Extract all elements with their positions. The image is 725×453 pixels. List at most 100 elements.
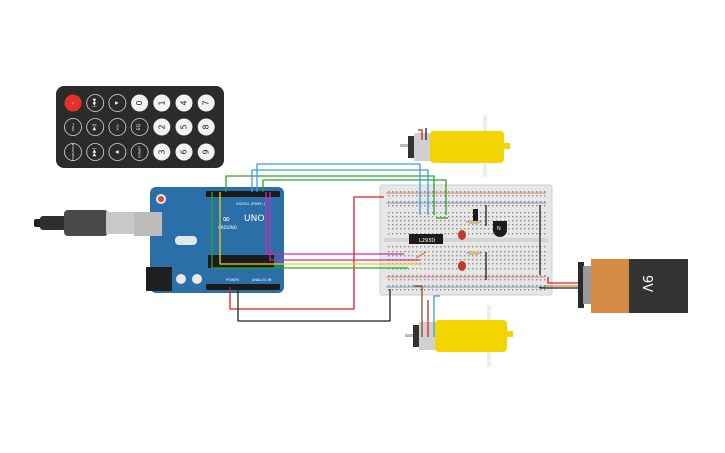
remote-button-3-2[interactable] <box>130 143 149 161</box>
breadboard-hole <box>444 275 446 277</box>
motor-bottom[interactable] <box>405 305 513 367</box>
remote-button-0-2[interactable] <box>64 143 82 161</box>
battery-9v[interactable]: 9V <box>578 259 688 313</box>
breadboard-hole <box>428 212 430 214</box>
jumper-orange[interactable] <box>415 251 427 259</box>
breadboard-hole <box>532 224 534 226</box>
breadboard-hole <box>544 191 546 193</box>
wire-green-3[interactable] <box>211 192 408 269</box>
wire-blue-1[interactable] <box>256 163 421 215</box>
breadboard-hole <box>400 233 402 235</box>
wire-yellow[interactable] <box>219 192 420 265</box>
remote-button-6-2[interactable] <box>197 143 215 161</box>
led-1[interactable] <box>458 230 466 240</box>
breadboard-hole <box>544 195 546 197</box>
breadboard-hole <box>452 224 454 226</box>
breadboard-hole <box>424 224 426 226</box>
remote-button-0-1[interactable] <box>64 118 82 136</box>
remote-button-0-0[interactable] <box>64 94 82 112</box>
remote-button-5-2[interactable] <box>175 143 193 161</box>
breadboard-hole <box>440 195 442 197</box>
breadboard-hole <box>508 216 510 218</box>
transistor[interactable]: N <box>493 221 507 237</box>
breadboard-hole <box>532 251 534 253</box>
breadboard-hole <box>488 259 490 261</box>
breadboard-hole <box>400 195 402 197</box>
wire-battery-black[interactable] <box>539 287 578 289</box>
wire-green-2[interactable] <box>262 179 447 215</box>
remote-button-4-1[interactable] <box>153 118 171 136</box>
led-2[interactable] <box>458 261 466 271</box>
breadboard-hole <box>544 224 546 226</box>
wire-magenta-2[interactable] <box>269 192 420 261</box>
breadboard-hole <box>516 216 518 218</box>
breadboard-hole <box>440 224 442 226</box>
breadboard-hole <box>492 263 494 265</box>
wire-blue-2[interactable] <box>251 169 429 215</box>
breadboard-hole <box>476 255 478 257</box>
breadboard-hole <box>492 228 494 230</box>
ir-remote[interactable]: ⏻VOL+FUNC/STOP|◀◀▶||▶▶|▼VOL-▲0EQST/REPT1… <box>56 86 224 168</box>
breadboard-hole <box>448 255 450 257</box>
wire-red-power[interactable] <box>229 196 384 310</box>
breadboard-hole <box>412 285 414 287</box>
breadboard-hole <box>444 216 446 218</box>
remote-button-1-1[interactable] <box>86 118 105 136</box>
remote-button-2-1[interactable] <box>108 118 127 136</box>
remote-button-3-1[interactable] <box>130 118 149 136</box>
breadboard-hole <box>520 220 522 222</box>
breadboard-hole <box>444 268 446 270</box>
motor-top[interactable] <box>400 115 510 177</box>
breadboard-hole <box>424 275 426 277</box>
breadboard-hole <box>436 205 438 207</box>
breadboard-hole <box>520 259 522 261</box>
breadboard-hole <box>456 205 458 207</box>
remote-button-2-2[interactable] <box>108 143 127 161</box>
breadboard-hole <box>536 263 538 265</box>
remote-button-label: ⏻ <box>71 101 75 104</box>
resistor-2[interactable] <box>466 251 482 255</box>
wire-battery-red[interactable] <box>547 277 578 284</box>
remote-button-2-0[interactable] <box>108 94 127 112</box>
diode[interactable] <box>473 209 478 221</box>
arduino-uno[interactable]: ∞ UNO ARDUINO DIGITAL (PWM~) POWER ANALO… <box>134 187 284 293</box>
wire-green-1[interactable] <box>225 175 435 215</box>
wire-magenta-1[interactable] <box>265 192 404 255</box>
breadboard-hole <box>484 220 486 222</box>
breadboard-hole <box>524 212 526 214</box>
remote-button-1-0[interactable] <box>86 94 105 112</box>
remote-button-5-1[interactable] <box>175 118 193 136</box>
breadboard-hole <box>396 228 398 230</box>
breadboard-hole <box>444 246 446 248</box>
remote-button-6-1[interactable] <box>197 118 215 136</box>
breadboard-hole <box>528 279 530 281</box>
breadboard-hole <box>448 275 450 277</box>
breadboard-hole <box>520 216 522 218</box>
remote-button-4-2[interactable] <box>153 143 171 161</box>
breadboard-hole <box>452 191 454 193</box>
breadboard-hole <box>436 275 438 277</box>
breadboard-hole <box>452 220 454 222</box>
breadboard-hole <box>492 216 494 218</box>
breadboard-hole <box>420 289 422 291</box>
breadboard-hole <box>444 195 446 197</box>
breadboard-hole <box>460 289 462 291</box>
breadboard-hole <box>412 205 414 207</box>
remote-button-1-2[interactable] <box>86 143 105 161</box>
breadboard-hole <box>496 259 498 261</box>
remote-button-5-0[interactable] <box>175 94 193 112</box>
wire-motor-top-red[interactable] <box>418 129 423 140</box>
breadboard-hole <box>432 263 434 265</box>
remote-button-3-0[interactable] <box>131 94 149 112</box>
atmega-chip <box>208 255 274 268</box>
breadboard[interactable] <box>379 184 553 296</box>
breadboard-hole <box>456 279 458 281</box>
remote-button-6-0[interactable] <box>197 94 215 112</box>
remote-button-4-0[interactable] <box>153 94 171 112</box>
wire-motor-bottom-brown[interactable] <box>414 285 423 337</box>
breadboard-center-channel <box>384 238 548 242</box>
wire-black-ground[interactable] <box>237 287 391 322</box>
l293d-driver[interactable]: L293D <box>409 234 443 244</box>
wire-motor-bottom-blue[interactable] <box>433 295 440 337</box>
